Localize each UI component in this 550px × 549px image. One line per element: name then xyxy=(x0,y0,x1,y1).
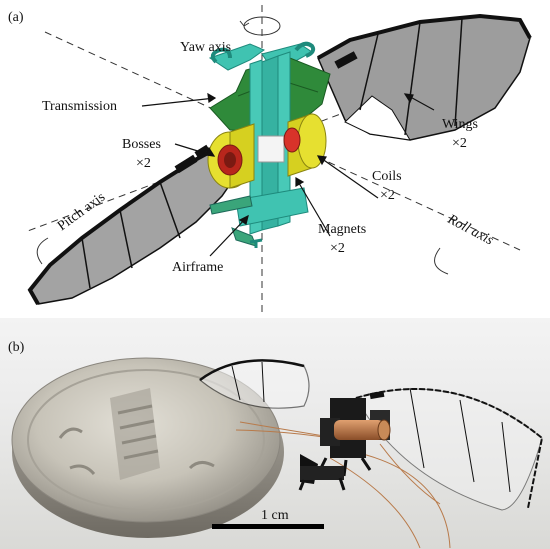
coin xyxy=(11,357,284,538)
panel-b-tag: (b) xyxy=(8,340,25,355)
robot-right-wing xyxy=(355,387,544,511)
robot-left-wing xyxy=(199,359,310,409)
airframe-central xyxy=(209,51,309,248)
right-coil xyxy=(283,113,327,177)
leader-arrows xyxy=(141,92,435,257)
photo-drawing xyxy=(11,357,544,549)
bosses-count: ×2 xyxy=(136,156,151,171)
scale-bar xyxy=(212,524,324,529)
right-wing xyxy=(317,13,532,141)
boss xyxy=(257,135,285,163)
left-coil xyxy=(207,123,255,189)
airframe-label: Airframe xyxy=(172,260,224,275)
yaw-rotation-arrow xyxy=(239,16,281,36)
coils-count: ×2 xyxy=(380,188,395,203)
yaw-axis-label: Yaw axis xyxy=(180,40,232,55)
pitch-rotation-arrow xyxy=(36,237,49,265)
bosses-label: Bosses xyxy=(122,137,161,152)
panel-b-photo: (b) 1 cm xyxy=(0,318,550,549)
panel-a-tag: (a) xyxy=(8,10,24,25)
magnets-label: Magnets xyxy=(318,222,367,237)
coils-label: Coils xyxy=(372,169,402,184)
panel-a-schematic: (a) Yaw axis Transmission Bosses ×2 Wing… xyxy=(8,5,532,316)
robot-body xyxy=(298,398,391,491)
left-wing xyxy=(27,138,241,305)
transmission-label: Transmission xyxy=(42,99,117,114)
schematic-drawing xyxy=(24,5,532,316)
wings-count: ×2 xyxy=(452,136,467,151)
scale-bar-label: 1 cm xyxy=(261,508,289,523)
magnets-count: ×2 xyxy=(330,241,345,256)
roll-rotation-arrow xyxy=(434,247,449,275)
roll-axis-line xyxy=(44,31,521,251)
wings-label: Wings xyxy=(442,117,478,132)
